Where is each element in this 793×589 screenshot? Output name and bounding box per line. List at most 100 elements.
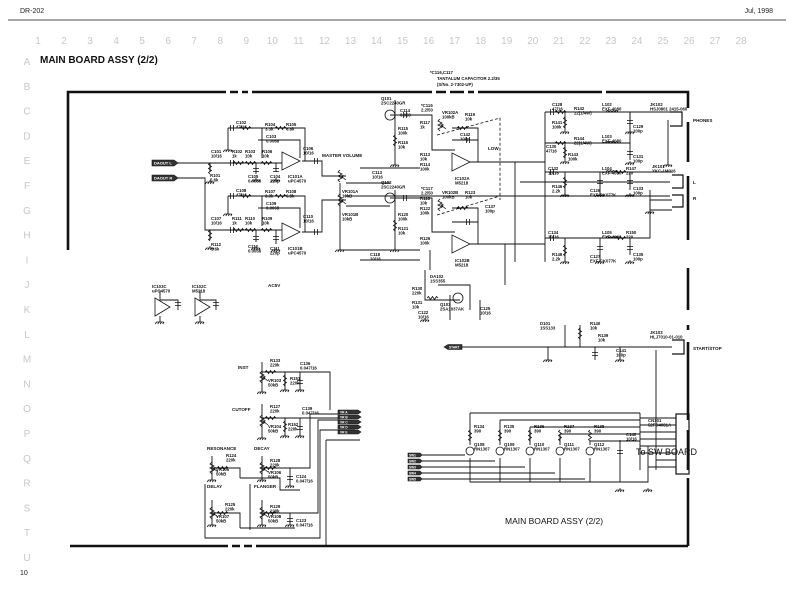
bus-tag-label: VR B bbox=[340, 416, 348, 420]
component-ref: R141 bbox=[552, 120, 563, 125]
ground-icon bbox=[542, 358, 553, 363]
component-ref: Q101 bbox=[381, 96, 392, 101]
component-value: 390 bbox=[504, 429, 512, 434]
grid-row-label: Q bbox=[23, 454, 31, 465]
component-value: 100kB bbox=[442, 195, 455, 200]
label-ac5v: AC5V bbox=[268, 283, 281, 288]
component-value: 390 bbox=[594, 429, 602, 434]
grid-row-label: F bbox=[24, 181, 30, 192]
resistor-symbol bbox=[260, 160, 273, 166]
component-value: 220k bbox=[225, 507, 235, 512]
component-ref: IC101A bbox=[288, 174, 303, 179]
capacitor-symbol bbox=[597, 246, 603, 250]
potentiometer-symbol bbox=[437, 118, 447, 132]
component-ref: R135 bbox=[504, 424, 515, 429]
component-value: 100k bbox=[552, 125, 562, 130]
document-date: Jul, 1998 bbox=[745, 8, 774, 15]
component-value: M5218 bbox=[455, 181, 469, 186]
resistor-symbol bbox=[207, 162, 213, 175]
component-ref: R148 bbox=[552, 252, 563, 257]
component-ref: Q112 bbox=[594, 442, 605, 447]
grid-row-label: L bbox=[24, 330, 30, 341]
component-value: M5218 bbox=[455, 263, 469, 268]
ground-icon bbox=[624, 161, 635, 166]
ground-icon bbox=[294, 388, 305, 393]
grid-column-label: 26 bbox=[683, 36, 695, 47]
component-value: 52FC4081A bbox=[648, 423, 671, 428]
component-ref: L103 bbox=[602, 134, 612, 139]
label-start-stop: START/STOP bbox=[693, 346, 722, 351]
component-ref: C135 bbox=[633, 252, 644, 257]
capacitor-symbol bbox=[273, 236, 279, 240]
component-ref: R109 bbox=[262, 216, 273, 221]
sw-tag-box bbox=[407, 458, 423, 464]
component-ref: VR107 bbox=[216, 514, 230, 519]
component-value: 0.0068 bbox=[266, 206, 280, 211]
component-ref: DA102 bbox=[430, 274, 444, 279]
resistor-symbol bbox=[239, 125, 252, 131]
component-ref: R118 bbox=[420, 196, 431, 201]
label-decay: DECAY bbox=[254, 446, 270, 451]
start-tag-label: START bbox=[449, 346, 459, 350]
capacitor-symbol bbox=[253, 236, 259, 240]
resistor-symbol bbox=[216, 465, 229, 471]
grid-column-label: 20 bbox=[527, 36, 539, 47]
component-value: 47/16 bbox=[552, 107, 563, 112]
ground-icon bbox=[250, 178, 261, 183]
component-value: 10k bbox=[412, 305, 420, 310]
component-value: 0.047/16 bbox=[296, 479, 313, 484]
transistor-symbol bbox=[495, 446, 505, 456]
component-ref: R115 bbox=[398, 126, 409, 131]
potentiometer-symbol bbox=[209, 506, 219, 520]
component-value: 10k bbox=[262, 221, 270, 226]
component-ref: VR102B bbox=[442, 190, 458, 195]
component-ref: R150 bbox=[626, 230, 637, 235]
component-ref: C130 bbox=[546, 144, 557, 149]
grid-row-label: M bbox=[23, 355, 31, 366]
opamp-ic102b-symbol bbox=[451, 234, 471, 254]
component-value: 100p bbox=[633, 257, 643, 262]
bus-tag: VR E bbox=[337, 429, 362, 435]
component-ref: C139 bbox=[302, 406, 313, 411]
component-value: 50kB bbox=[268, 383, 278, 388]
grid-column-label: 23 bbox=[605, 36, 617, 47]
component-ref: VR101A bbox=[342, 189, 358, 194]
component-ref: C131 bbox=[633, 154, 644, 159]
grid-column-label: 27 bbox=[709, 36, 721, 47]
component-ref: R134 bbox=[474, 424, 485, 429]
component-value: 22(1/4W) bbox=[574, 111, 592, 116]
grid-row-label: N bbox=[23, 379, 30, 390]
component-value: EXF-4080 bbox=[602, 171, 622, 176]
component-value: RN1307 bbox=[594, 447, 610, 452]
grid-column-label: 10 bbox=[267, 36, 279, 47]
bus-tag: VR D bbox=[337, 424, 362, 430]
potentiometer-symbol bbox=[337, 169, 347, 183]
component-value: 220k bbox=[226, 458, 236, 463]
grid-column-label: 5 bbox=[139, 36, 145, 47]
component-ref: C106 bbox=[303, 146, 314, 151]
ground-icon bbox=[614, 488, 625, 493]
component-ref: C134 bbox=[548, 230, 559, 235]
ground-icon bbox=[284, 523, 295, 528]
grid-column-label: 21 bbox=[553, 36, 565, 47]
component-value: 50kB bbox=[216, 519, 226, 524]
